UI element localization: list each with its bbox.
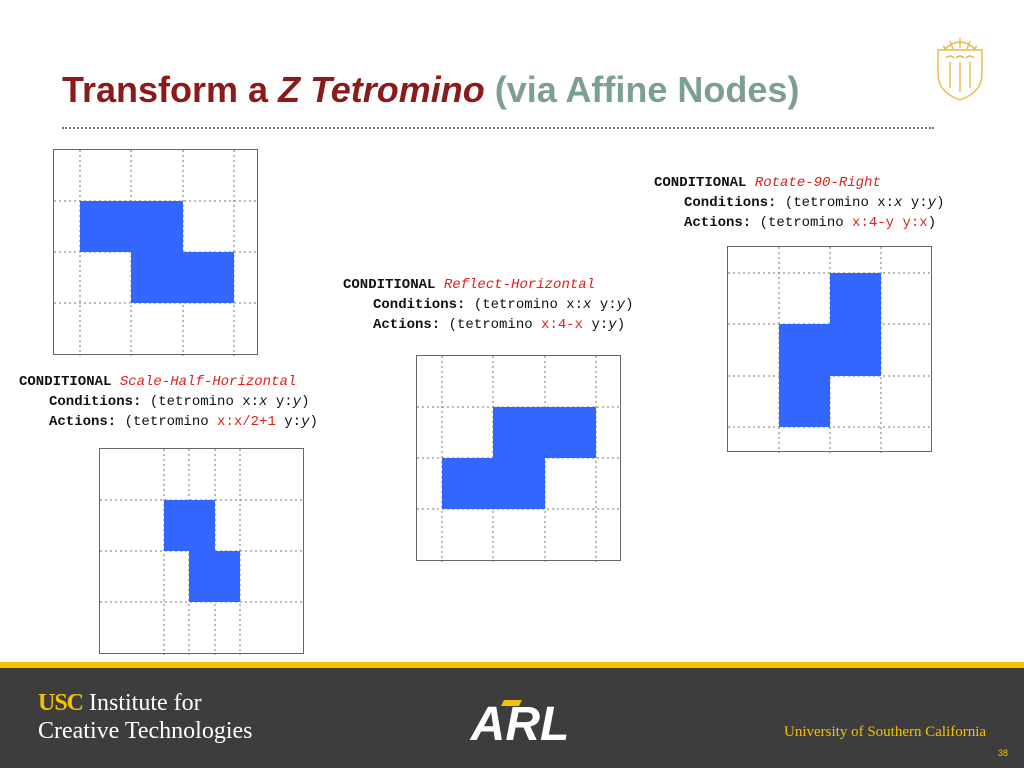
conditions-text: ) — [625, 297, 634, 313]
ict-line-1: Institute for — [83, 690, 202, 716]
tetromino-block — [131, 252, 234, 303]
conditions-y: y — [292, 394, 302, 410]
title-divider — [62, 127, 934, 129]
conditions-y: y — [616, 297, 626, 313]
actions-text: y: — [275, 414, 302, 430]
tetromino-block — [189, 551, 240, 602]
grid-rotated — [727, 246, 933, 453]
conditional-name: Rotate-90-Right — [754, 175, 881, 191]
conditions-text: ) — [936, 195, 945, 211]
title-part-1: Transform a — [62, 69, 279, 110]
university-name: University of Southern California — [784, 724, 987, 740]
actions-text: ) — [309, 414, 318, 430]
conditions-label: Conditions: — [49, 394, 142, 410]
conditions-x: x — [259, 394, 268, 410]
actions-y: y — [301, 414, 310, 430]
actions-label: Actions: — [373, 317, 441, 333]
tetromino-block — [80, 201, 183, 252]
conditions-x: x — [894, 195, 903, 211]
tetromino-block — [493, 407, 596, 458]
arl-text: ARL — [470, 698, 570, 746]
actions-text: (tetromino — [759, 215, 853, 231]
usc-wordmark: USC — [38, 690, 84, 716]
conditional-keyword: CONDITIONAL — [19, 374, 112, 390]
actions-label: Actions: — [684, 215, 752, 231]
footer-gold-bar — [0, 662, 1024, 668]
conditional-name: Scale-Half-Horizontal — [119, 374, 297, 390]
conditions-text: y: — [902, 195, 928, 211]
conditions-y: y — [927, 195, 937, 211]
actions-text: ) — [616, 317, 626, 333]
actions-y: y — [608, 317, 617, 333]
actions-label: Actions: — [49, 414, 117, 430]
conditions-text: (tetromino x: — [784, 195, 895, 211]
conditional-keyword: CONDITIONAL — [654, 175, 747, 191]
conditions-label: Conditions: — [684, 195, 777, 211]
actions-text: y: — [583, 317, 609, 333]
conditional-keyword: CONDITIONAL — [343, 277, 436, 293]
conditions-text: ) — [301, 394, 310, 410]
actions-text: ) — [927, 215, 937, 231]
grid-lines — [100, 449, 305, 655]
title-part-3: (via Affine Nodes) — [484, 69, 800, 110]
grid-reflected — [416, 355, 622, 562]
actions-text: (tetromino — [124, 414, 218, 430]
ict-line-2: Creative Technologies — [38, 718, 253, 744]
tetromino-block — [442, 458, 545, 509]
arl-logo: ARL — [470, 698, 570, 746]
actions-x: x:x/2+1 — [217, 414, 276, 430]
conditions-x: x — [583, 297, 592, 313]
conditions-text: (tetromino x: — [473, 297, 584, 313]
slide-title: Transform a Z Tetromino (via Affine Node… — [62, 72, 799, 108]
arl-accent-icon — [501, 700, 522, 706]
grid-scaled — [99, 448, 305, 655]
actions-x: x:4-y — [852, 215, 895, 231]
actions-text: (tetromino — [448, 317, 542, 333]
conditions-text: (tetromino x: — [149, 394, 260, 410]
conditions-text: y: — [267, 394, 293, 410]
usc-ict-logo: USC Institute for Creative Technologies — [38, 689, 252, 745]
footer — [0, 668, 1024, 768]
tetromino-block — [779, 324, 830, 427]
tetromino-block — [164, 500, 215, 551]
grid-original — [53, 149, 259, 356]
actions-y: y:x — [902, 215, 928, 231]
conditional-name: Reflect-Horizontal — [443, 277, 596, 293]
title-part-2: Z Tetromino — [278, 69, 485, 110]
conditions-label: Conditions: — [373, 297, 466, 313]
page-number: 38 — [998, 748, 1009, 758]
actions-x: x:4-x — [541, 317, 584, 333]
conditions-text: y: — [591, 297, 617, 313]
usc-seal-icon — [937, 38, 983, 101]
tetromino-block — [830, 273, 881, 376]
